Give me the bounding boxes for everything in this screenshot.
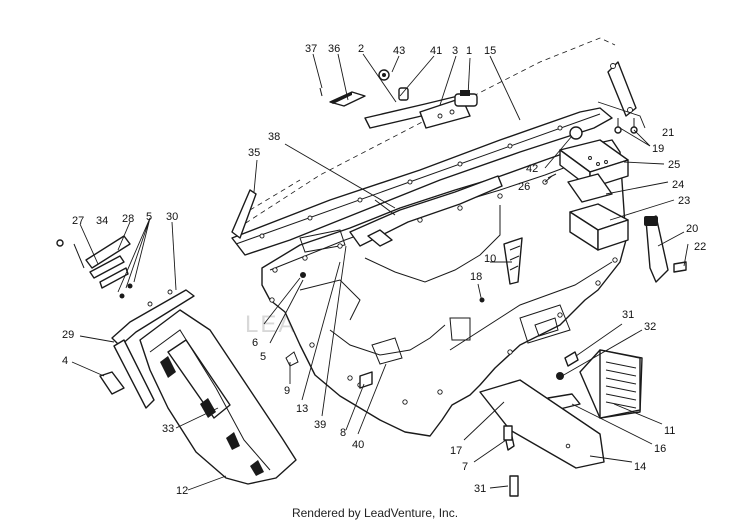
- callout-40: 40: [352, 439, 364, 451]
- emblem-plate: [319, 87, 366, 107]
- callout-18: 18: [470, 271, 482, 283]
- screw-6: [300, 272, 306, 278]
- callout-33: 33: [162, 423, 174, 435]
- clip-9: [285, 351, 299, 367]
- callout-31-top: 31: [622, 309, 634, 321]
- nut-42: [569, 126, 583, 140]
- callout-43: 43: [393, 45, 405, 57]
- callout-13: 13: [296, 403, 308, 415]
- callout-42: 42: [526, 163, 538, 175]
- callout-38: 38: [268, 131, 280, 143]
- callout-22: 22: [694, 241, 706, 253]
- callout-36: 36: [328, 43, 340, 55]
- hood-latch: [454, 90, 478, 107]
- pivot-bracket: [607, 61, 638, 134]
- callout-31-bottom: 31: [474, 483, 486, 495]
- front-bumper: [139, 309, 297, 485]
- inner-brace: [349, 175, 503, 247]
- pin-4: [99, 371, 125, 395]
- callout-23: 23: [678, 195, 690, 207]
- storage-tray: [569, 203, 629, 251]
- clip-8: [359, 371, 373, 389]
- callout-8: 8: [340, 427, 346, 439]
- callout-19: 19: [652, 143, 664, 155]
- callout-26: 26: [518, 181, 530, 193]
- callout-34: 34: [96, 215, 108, 227]
- callout-28: 28: [122, 213, 134, 225]
- callout-16: 16: [654, 443, 666, 455]
- bracket-35: [231, 189, 257, 239]
- callout-32: 32: [644, 321, 656, 333]
- callout-labels: 1 2 3 41 43 36 37 15 21 19 25 24 23 20 2…: [62, 43, 706, 497]
- callout-25: 25: [668, 159, 680, 171]
- callout-17: 17: [450, 445, 462, 457]
- callout-30: 30: [166, 211, 178, 223]
- module-bracket: [567, 173, 613, 203]
- callout-21: 21: [662, 127, 674, 139]
- callout-20: 20: [686, 223, 698, 235]
- callout-15: 15: [484, 45, 496, 57]
- lift-handle: [644, 215, 687, 283]
- support-tab: [503, 237, 523, 285]
- callout-12: 12: [176, 485, 188, 497]
- nut-fasteners: [378, 69, 409, 101]
- callout-6: 6: [252, 337, 258, 349]
- callout-37: 37: [305, 43, 317, 55]
- render-credit: Rendered by LeadVenture, Inc.: [291, 506, 459, 520]
- callout-39: 39: [314, 419, 326, 431]
- louver-cover: [579, 349, 643, 419]
- callout-3: 3: [452, 45, 458, 57]
- callout-41: 41: [430, 45, 442, 57]
- callout-14: 14: [634, 461, 646, 473]
- callout-5-left: 5: [146, 211, 152, 223]
- step-plate: [479, 379, 605, 469]
- bumper-bracket: [111, 289, 195, 409]
- leader-lines: [71, 53, 689, 491]
- callout-10: 10: [484, 253, 496, 265]
- callout-27: 27: [72, 215, 84, 227]
- bottom-pins: [503, 425, 519, 497]
- left-hardware: [56, 235, 133, 299]
- callout-11: 11: [664, 425, 675, 437]
- callout-1: 1: [466, 45, 472, 57]
- callout-4: 4: [62, 355, 68, 367]
- callout-29: 29: [62, 329, 74, 341]
- callout-7: 7: [462, 461, 468, 473]
- callout-2: 2: [358, 43, 364, 55]
- callout-35: 35: [248, 147, 260, 159]
- callout-5-center: 5: [260, 351, 266, 363]
- callout-9: 9: [284, 385, 290, 397]
- callout-24: 24: [672, 179, 684, 191]
- top-rail: [231, 107, 613, 256]
- front-grille-strip: [364, 95, 471, 129]
